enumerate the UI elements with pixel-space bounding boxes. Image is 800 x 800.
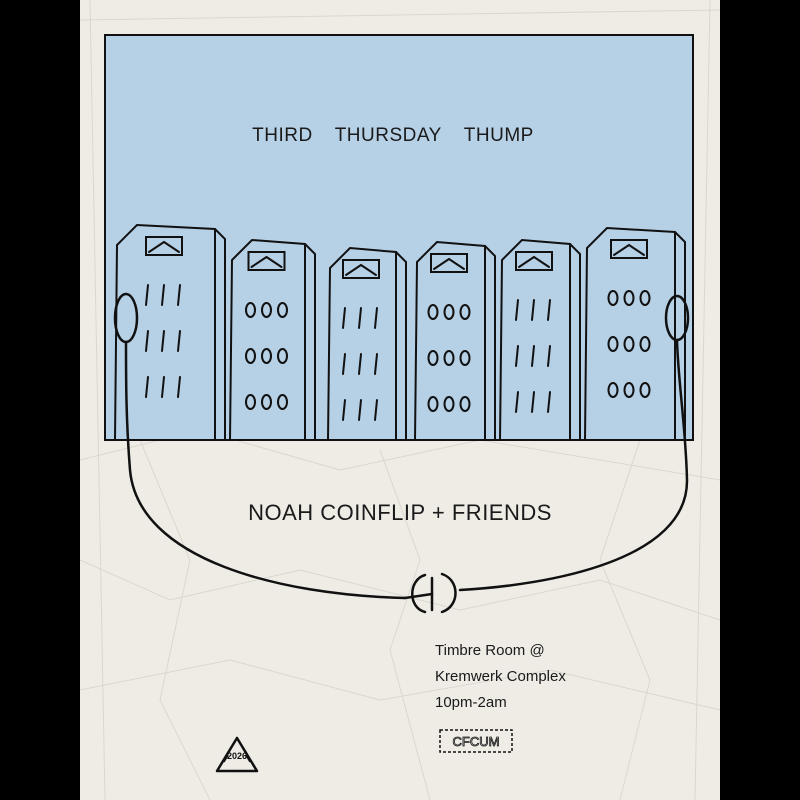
tower-slot <box>342 353 346 375</box>
tower-port <box>245 394 256 410</box>
tower-slot <box>358 353 362 375</box>
tower-slot <box>177 376 181 398</box>
tower-slot <box>547 391 551 413</box>
tower-port <box>623 382 635 398</box>
tower-port <box>277 348 288 364</box>
speaker-towers <box>114 223 686 441</box>
tower-port <box>443 396 455 412</box>
speaker-tower <box>327 246 407 441</box>
year-label: 2026 <box>226 751 248 761</box>
tower-slot <box>342 307 346 329</box>
tower-port <box>427 396 439 412</box>
tower-slot <box>342 399 346 421</box>
event-info: Timbre Room @ Kremwerk Complex 10pm-2am <box>435 638 566 716</box>
tower-slot <box>374 353 378 375</box>
tower-slot <box>145 330 149 352</box>
title-word: THIRD <box>252 125 313 146</box>
speaker-tower <box>229 238 316 441</box>
speaker-tower <box>114 223 226 441</box>
poster-artwork <box>80 0 720 800</box>
audio-cable <box>113 292 690 600</box>
tower-port <box>459 304 471 320</box>
tower-port <box>607 382 619 398</box>
tower-window <box>515 251 553 271</box>
headliner-name: NOAH COINFLIP + FRIENDS <box>248 500 552 525</box>
tower-window-roof <box>518 255 550 268</box>
tower-port <box>443 304 455 320</box>
tower-port <box>245 348 256 364</box>
tower-slot <box>358 399 362 421</box>
tower-window <box>342 259 380 279</box>
organizer-logo: CFCUM <box>438 728 514 754</box>
tower-slot <box>145 284 149 306</box>
tower-slot <box>161 284 165 306</box>
speaker-tower <box>414 240 496 441</box>
tower-slot <box>547 299 551 321</box>
tower-port <box>623 290 635 306</box>
tower-slot <box>515 391 519 413</box>
tower-window <box>247 251 286 271</box>
tower-port <box>459 396 471 412</box>
paper-texture <box>80 0 720 800</box>
tower-slot <box>145 376 149 398</box>
tower-port <box>277 302 288 318</box>
tower-slot <box>515 299 519 321</box>
tower-port <box>623 336 635 352</box>
recycle-triangle-icon: 2026 <box>214 735 260 775</box>
tower-window <box>145 236 183 256</box>
tower-slot <box>177 330 181 352</box>
tower-port <box>607 336 619 352</box>
speaker-tower <box>584 226 686 441</box>
tower-port <box>261 302 272 318</box>
tower-port <box>427 350 439 366</box>
tower-port <box>639 336 651 352</box>
tower-port <box>261 394 272 410</box>
venue-line-1: Timbre Room @ <box>435 642 545 659</box>
tower-window-roof <box>613 243 645 256</box>
tower-window <box>430 253 468 273</box>
tower-slot <box>161 376 165 398</box>
logo-text: CFCUM <box>453 734 500 749</box>
tower-slot <box>531 299 535 321</box>
tower-port <box>427 304 439 320</box>
tower-port <box>261 348 272 364</box>
tower-slot <box>374 307 378 329</box>
event-time: 10pm-2am <box>435 694 507 711</box>
tower-port <box>459 350 471 366</box>
tower-port <box>639 382 651 398</box>
title-word: THUMP <box>463 125 534 146</box>
tower-slot <box>531 391 535 413</box>
tower-slot <box>177 284 181 306</box>
tower-window-roof <box>433 257 465 270</box>
tower-port <box>277 394 288 410</box>
tower-port <box>443 350 455 366</box>
tower-slot <box>531 345 535 367</box>
tower-window-roof <box>345 263 377 276</box>
tower-slot <box>515 345 519 367</box>
speaker-tower <box>499 238 581 441</box>
venue-line-2: Kremwerk Complex <box>435 668 566 685</box>
tower-window-roof <box>148 240 180 253</box>
audio-plug-icon <box>403 572 457 614</box>
tower-port <box>607 290 619 306</box>
tower-window <box>610 239 648 259</box>
sky-panel <box>104 34 694 441</box>
event-title: THIRD THURSDAY THUMP <box>188 125 598 147</box>
title-word: THURSDAY <box>334 125 442 146</box>
tower-slot <box>374 399 378 421</box>
tower-slot <box>358 307 362 329</box>
tower-slot <box>161 330 165 352</box>
event-poster: THIRD THURSDAY THUMP NOAH COINFLIP + FRI… <box>80 0 720 800</box>
tower-port <box>639 290 651 306</box>
tower-port <box>245 302 256 318</box>
tower-window-roof <box>250 255 283 268</box>
tower-slot <box>547 345 551 367</box>
